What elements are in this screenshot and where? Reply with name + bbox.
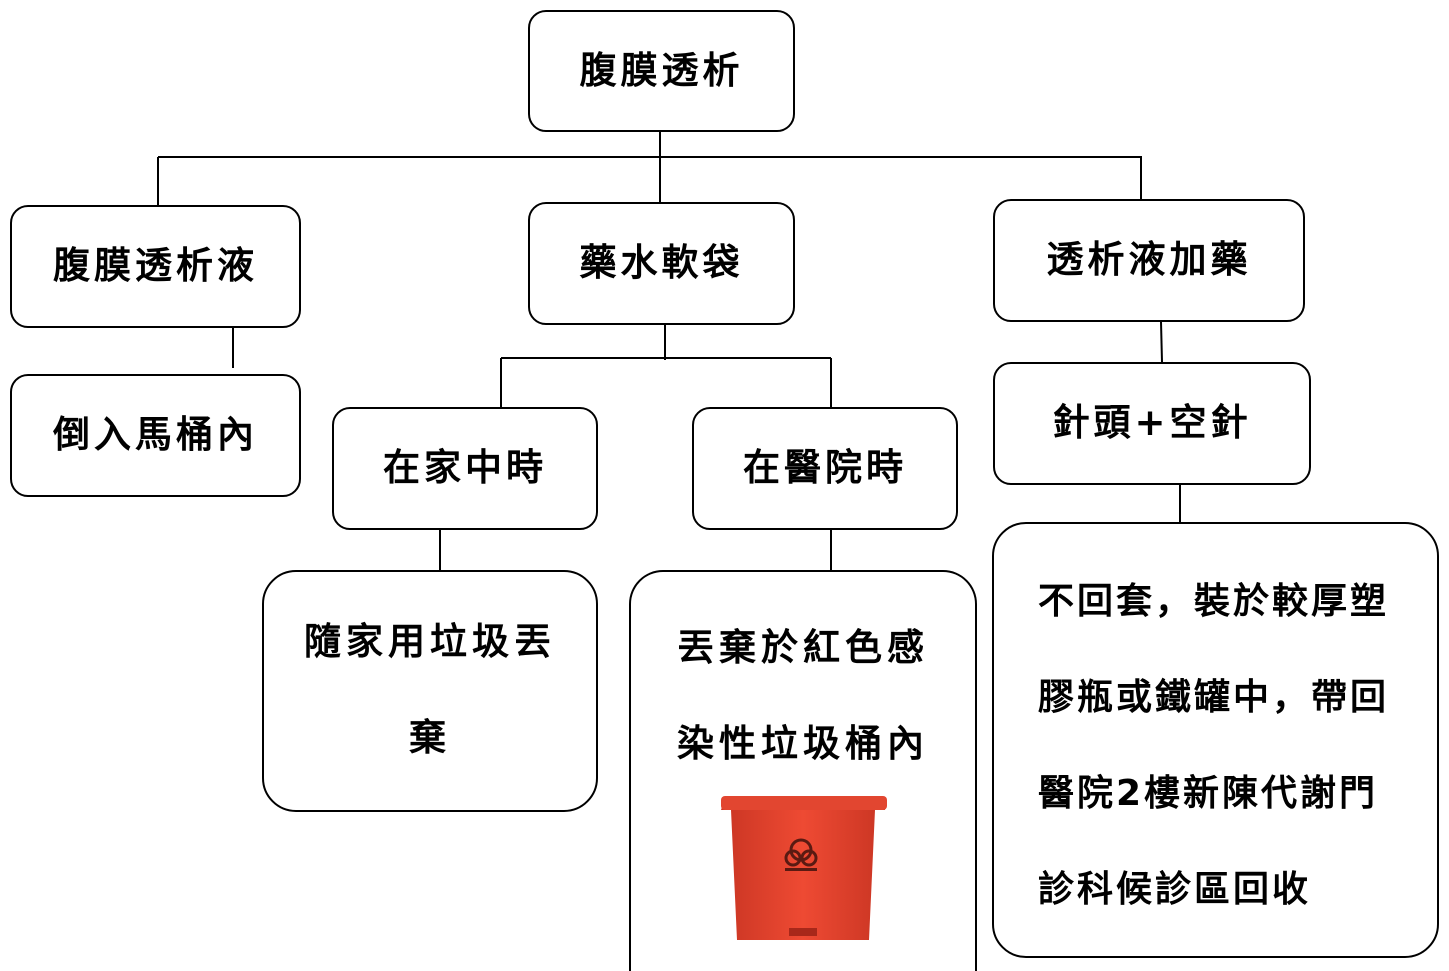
node-dialysis-fluid: 腹膜透析液 <box>10 205 301 328</box>
node-label-line: 診科候診區回收 <box>1038 869 1312 910</box>
node-label-line: 醫院2樓新陳代謝門 <box>1038 773 1379 814</box>
node-label-line: 丟棄於紅色感 <box>677 626 929 669</box>
node-label: 腹膜透析 <box>579 48 744 92</box>
node-home-disposal: 隨家用垃圾丟 棄 <box>262 570 598 812</box>
node-label: 不回套，裝於較厚塑 膠瓶或鐵罐中，帶回 醫院2樓新陳代謝門 診科候診區回收 <box>1038 554 1389 938</box>
node-at-hospital: 在醫院時 <box>692 407 958 530</box>
node-label-line: 染性垃圾桶內 <box>677 722 929 765</box>
node-label: 藥水軟袋 <box>579 241 744 285</box>
node-label: 在醫院時 <box>743 446 907 490</box>
node-label-line: 隨家用垃圾丟 <box>304 620 556 663</box>
node-label-line: 棄 <box>409 716 451 759</box>
node-needle-syringe: 針頭+空針 <box>993 362 1311 485</box>
node-label: 在家中時 <box>383 446 547 490</box>
node-needle-disposal: 不回套，裝於較厚塑 膠瓶或鐵罐中，帶回 醫院2樓新陳代謝門 診科候診區回收 <box>992 522 1439 958</box>
node-peritoneal-dialysis: 腹膜透析 <box>528 10 795 132</box>
node-label: 隨家用垃圾丟 棄 <box>304 594 556 786</box>
red-biohazard-trash-bin-icon <box>721 796 887 940</box>
node-label: 倒入馬桶內 <box>53 413 258 457</box>
node-label: 透析液加藥 <box>1046 238 1252 282</box>
node-dialysis-medication: 透析液加藥 <box>993 199 1305 322</box>
node-pour-toilet: 倒入馬桶內 <box>10 374 301 497</box>
node-label-line: 不回套，裝於較厚塑 <box>1038 581 1390 622</box>
node-label: 針頭+空針 <box>1052 401 1252 445</box>
node-medicine-bag: 藥水軟袋 <box>528 202 795 325</box>
node-label: 丟棄於紅色感 染性垃圾桶內 <box>677 600 929 792</box>
node-hospital-disposal: 丟棄於紅色感 染性垃圾桶內 <box>629 570 977 971</box>
node-at-home: 在家中時 <box>332 407 598 530</box>
node-label-line: 膠瓶或鐵罐中，帶回 <box>1038 677 1390 718</box>
node-label: 腹膜透析液 <box>53 244 258 288</box>
